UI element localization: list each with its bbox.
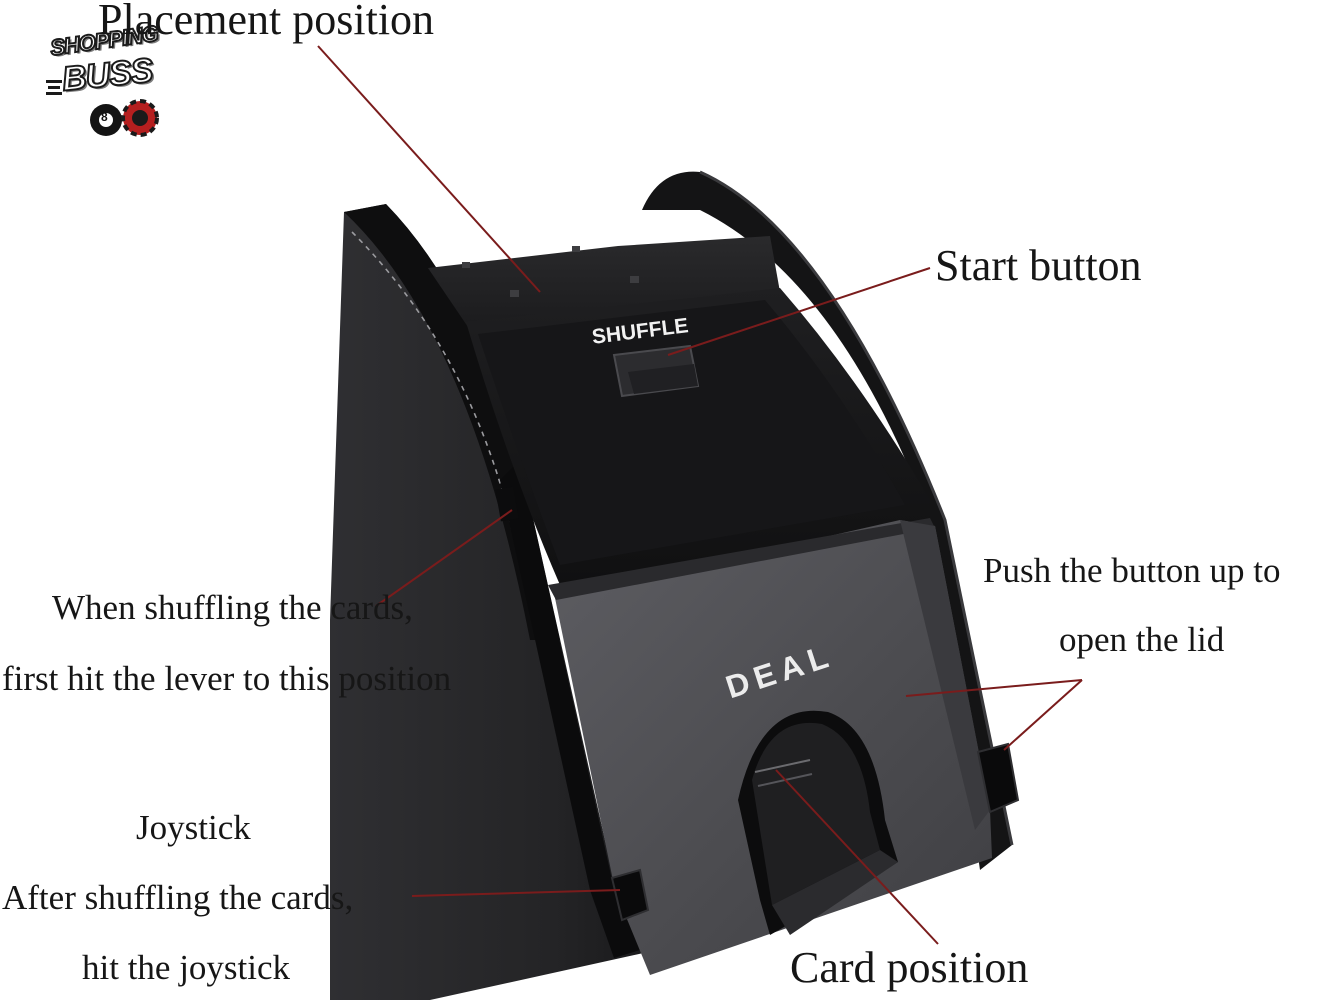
label-push-line1: Push the button up to: [983, 551, 1281, 590]
dispenser-floor: [772, 850, 898, 935]
logo-graphic: [46, 80, 159, 137]
label-joystick-line1: After shuffling the cards,: [2, 878, 354, 917]
label-joystick-line2: hit the joystick: [82, 948, 291, 987]
leader-lever: [375, 509, 513, 607]
deal-panel-right-rail: [900, 520, 990, 830]
tray-slot: [462, 262, 470, 268]
leader-start-button: [667, 267, 931, 356]
leader-card: [775, 769, 939, 945]
right-side-edge: [699, 170, 1014, 846]
stitching-line: [351, 231, 601, 901]
deal-panel-top-edge: [548, 518, 935, 600]
shopping-buss-logo: SHOPPING BUSS 8: [44, 20, 174, 144]
lever[interactable]: [495, 486, 519, 522]
ball-number: 8: [101, 110, 108, 124]
side-trim: [500, 460, 640, 958]
label-push-line2: open the lid: [1059, 620, 1225, 659]
label-placement-position: Placement position: [98, 0, 435, 44]
card-slot-line: [754, 759, 811, 773]
leader-placement: [317, 45, 541, 293]
left-side-rim: [344, 204, 560, 640]
tray-slot: [510, 290, 519, 297]
leader-lines: [317, 45, 1083, 945]
label-card-position: Card position: [790, 943, 1029, 992]
label-shuffle-line1: When shuffling the cards,: [52, 588, 413, 627]
label-shuffle-line2: first hit the lever to this position: [2, 659, 452, 698]
leader-joystick: [411, 889, 621, 897]
card-tray: [428, 236, 780, 330]
start-button-cap: [628, 364, 698, 394]
joystick[interactable]: [610, 868, 650, 922]
label-joystick-title: Joystick: [136, 808, 251, 847]
leader-push-2: [1003, 679, 1083, 751]
tray-slot: [630, 276, 639, 283]
lid-front-panel: [478, 300, 905, 565]
leader-push-1: [905, 679, 1083, 697]
left-side-wall: [330, 204, 648, 1000]
lid-release-button[interactable]: [976, 742, 1020, 814]
tray-slot: [572, 246, 580, 252]
label-start-button: Start button: [935, 241, 1142, 290]
